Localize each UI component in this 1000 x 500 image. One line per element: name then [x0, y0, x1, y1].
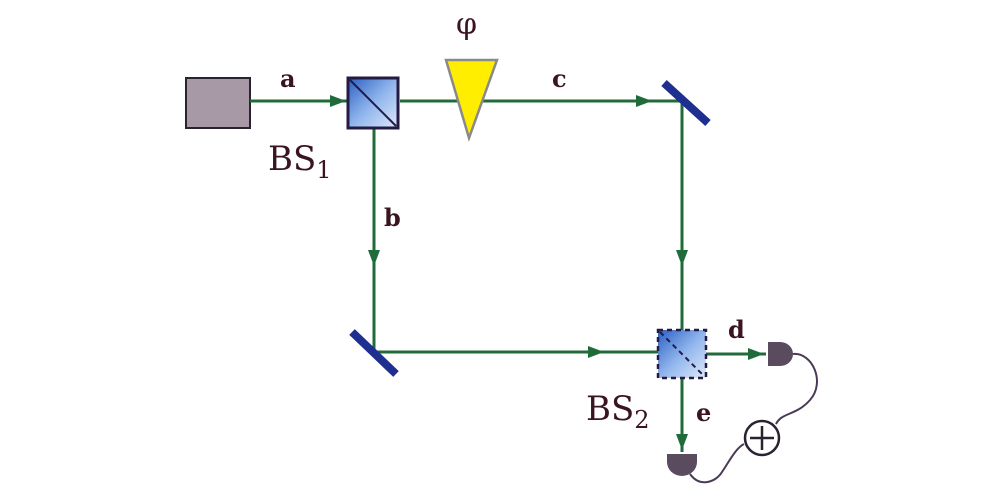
label-c: c — [552, 64, 567, 93]
sum-circle-icon — [743, 419, 781, 457]
detector-icon — [768, 342, 793, 366]
label-phi: φ — [456, 7, 477, 42]
label-bs1-main: BS — [268, 139, 316, 179]
wire-e — [689, 443, 745, 484]
label-d: d — [728, 315, 745, 344]
detector-icon — [667, 454, 697, 476]
phase-shifter-icon — [444, 58, 499, 143]
label-bs1-sub: 1 — [316, 156, 331, 184]
wire-d — [775, 352, 818, 425]
laser-source-icon — [185, 77, 251, 129]
label-e: e — [696, 398, 711, 427]
label-a: a — [280, 64, 296, 93]
label-bs2: BS2 — [586, 389, 650, 434]
label-bs2-sub: 2 — [634, 406, 649, 434]
beam-splitter-1 — [346, 76, 400, 130]
label-bs1: BS1 — [268, 139, 332, 184]
beam-e-arrow — [676, 434, 688, 450]
mirror-bottom-left — [349, 329, 399, 377]
beam-c-arrow — [636, 95, 652, 107]
label-bs2-main: BS — [586, 389, 634, 429]
beam-right-arrow — [676, 250, 688, 266]
beam-b-arrow — [368, 250, 380, 266]
beam-bottom-arrow — [588, 346, 604, 358]
label-b: b — [384, 203, 401, 232]
mirror-top-right — [661, 80, 711, 126]
beam-splitter-2 — [656, 328, 708, 380]
beam-d-arrow — [748, 348, 764, 360]
beam-a-arrow — [330, 95, 346, 107]
